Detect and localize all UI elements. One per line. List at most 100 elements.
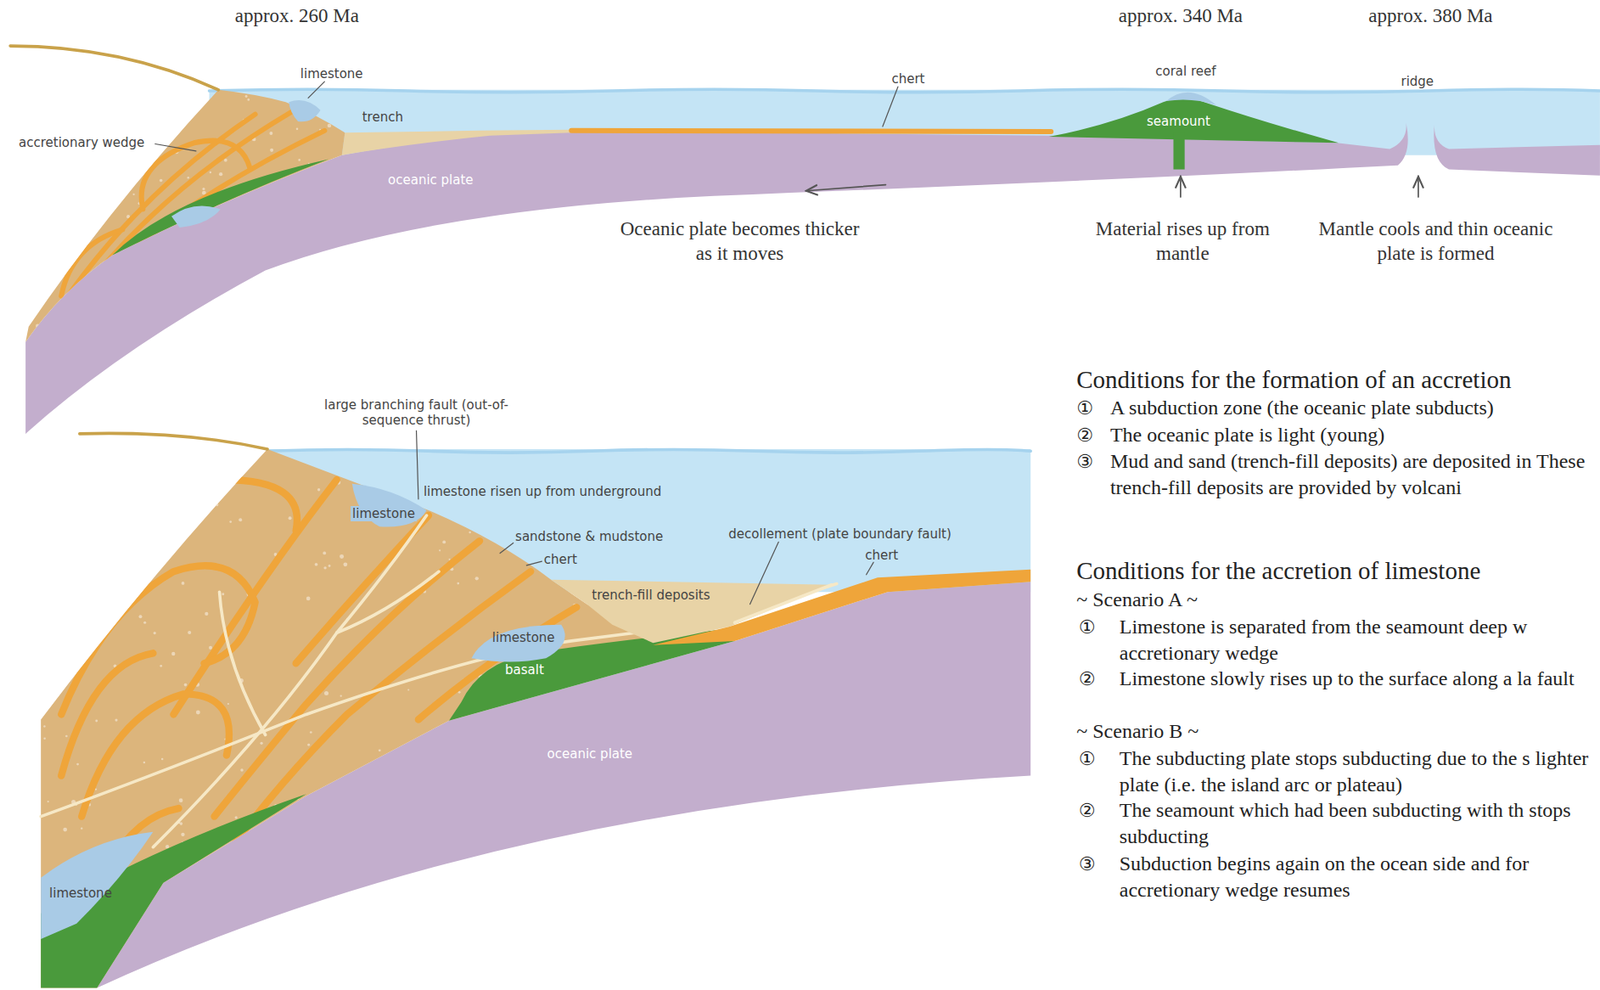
speckle: [306, 596, 311, 601]
speckle: [483, 791, 486, 793]
speckle: [613, 511, 618, 517]
speckle: [221, 592, 225, 596]
speckle: [433, 805, 438, 809]
speckle: [669, 830, 674, 834]
speckle: [664, 910, 667, 913]
speckle: [407, 688, 410, 691]
speckle: [138, 614, 142, 618]
speckle: [568, 730, 573, 736]
speckle: [398, 971, 404, 976]
speckle: [229, 520, 232, 523]
part-label: oceanic plate: [387, 172, 474, 188]
speckle: [426, 763, 432, 768]
speckle: [501, 865, 504, 868]
speckle: [32, 335, 37, 340]
speckle: [197, 344, 201, 348]
speckle: [676, 567, 681, 572]
speckle: [179, 956, 182, 959]
leader-line: [308, 81, 325, 98]
speckle: [293, 294, 297, 298]
speckle: [285, 261, 290, 266]
list-item: Limestone slowly rises up to the surface…: [1119, 665, 1595, 692]
accretionary-wedge: [40, 449, 735, 989]
speckle: [209, 95, 213, 98]
speckle: [554, 959, 556, 961]
speckle: [331, 257, 335, 260]
speckle: [421, 787, 425, 791]
speckle: [716, 498, 721, 503]
part-label: trench: [362, 109, 404, 125]
speckle: [667, 683, 671, 687]
speckle: [215, 503, 219, 506]
seamount: [1049, 97, 1339, 143]
speckle: [157, 120, 163, 125]
speckle: [595, 854, 598, 857]
speckle: [159, 664, 163, 668]
part-label: limestone: [300, 66, 364, 82]
basalt: [112, 159, 329, 256]
speckle: [331, 930, 334, 932]
speckle: [151, 572, 155, 576]
speckle: [670, 982, 675, 988]
speckle: [633, 552, 637, 556]
basalt: [40, 793, 307, 988]
process-caption: Oceanic plate becomes thicker as it move…: [617, 216, 864, 266]
speckle: [149, 321, 153, 326]
speckle: [679, 473, 682, 476]
chert-layer: [50, 479, 298, 633]
speckle: [617, 576, 622, 580]
speckle: [187, 176, 190, 179]
list-number: ③: [1078, 850, 1096, 877]
speckle: [184, 683, 188, 687]
speckle: [78, 449, 83, 453]
chert-layer: [652, 569, 1031, 646]
speckle: [441, 761, 445, 765]
speckle: [141, 942, 146, 947]
speckle: [62, 827, 68, 832]
speckle: [654, 842, 658, 846]
seamount-feeder: [1173, 132, 1185, 169]
speckle: [52, 219, 57, 225]
speckle: [441, 479, 446, 484]
chert-layer: [61, 652, 153, 775]
speckle: [146, 512, 152, 517]
speckle: [252, 320, 257, 325]
part-label: large branching fault (out-of-sequence t…: [316, 397, 517, 428]
speckle: [129, 935, 132, 938]
speckle: [676, 876, 681, 882]
speckle: [202, 187, 205, 191]
part-label: chert: [864, 547, 899, 563]
speckle: [213, 261, 216, 264]
speckle: [35, 324, 40, 329]
speckle: [134, 255, 138, 259]
sea-surface: [267, 449, 1031, 454]
speckle: [187, 889, 190, 892]
speckle: [467, 855, 472, 859]
speckle: [72, 295, 76, 299]
speckle: [609, 913, 614, 918]
list-item: Limestone is separated from the seamount…: [1119, 613, 1595, 667]
process-caption: Material rises up from mantle: [1091, 216, 1275, 266]
branching-fault: [152, 515, 427, 848]
speckle: [148, 316, 152, 320]
speckle: [43, 329, 48, 334]
accretionary-wedge: [25, 89, 345, 343]
limestone-patch: [40, 831, 153, 939]
leader-line: [499, 542, 514, 553]
speckle: [130, 129, 135, 133]
speckle: [712, 532, 717, 537]
scenario-heading: ~ Scenario B ~: [1076, 718, 1199, 745]
part-label: ridge: [1400, 73, 1434, 90]
part-label: coral reef: [1155, 63, 1216, 79]
speckle: [145, 134, 150, 138]
list-number: ②: [1078, 797, 1096, 824]
speckle: [538, 711, 542, 715]
leader-line: [750, 541, 780, 604]
speckle: [449, 832, 452, 836]
speckle: [187, 630, 191, 635]
speckle: [43, 736, 46, 740]
speckle: [401, 474, 405, 478]
speckle: [269, 131, 273, 135]
speckle: [306, 199, 309, 203]
part-label: limestone risen up from underground: [423, 483, 662, 500]
